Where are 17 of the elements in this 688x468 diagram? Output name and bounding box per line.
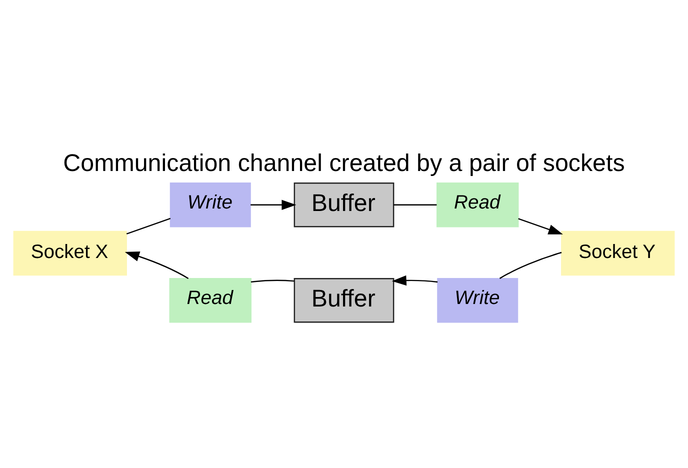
connector — [394, 204, 437, 205]
node-box: Buffer — [294, 182, 394, 227]
connector — [499, 251, 562, 278]
connector — [126, 217, 171, 234]
connector — [250, 279, 294, 282]
arrow — [518, 218, 563, 234]
node-box: Write — [437, 278, 518, 322]
node-box: Buffer — [294, 278, 394, 322]
node-box: Read — [436, 182, 519, 227]
node-box: Write — [170, 182, 251, 227]
arrow — [124, 251, 189, 278]
diagram-title: Communication channel created by a pair of sockets — [63, 150, 625, 177]
arrow — [392, 274, 438, 286]
node-box: Read — [169, 278, 252, 322]
arrow — [250, 199, 296, 210]
node-box: Socket X — [13, 230, 127, 276]
node-box: Socket Y — [561, 230, 675, 276]
